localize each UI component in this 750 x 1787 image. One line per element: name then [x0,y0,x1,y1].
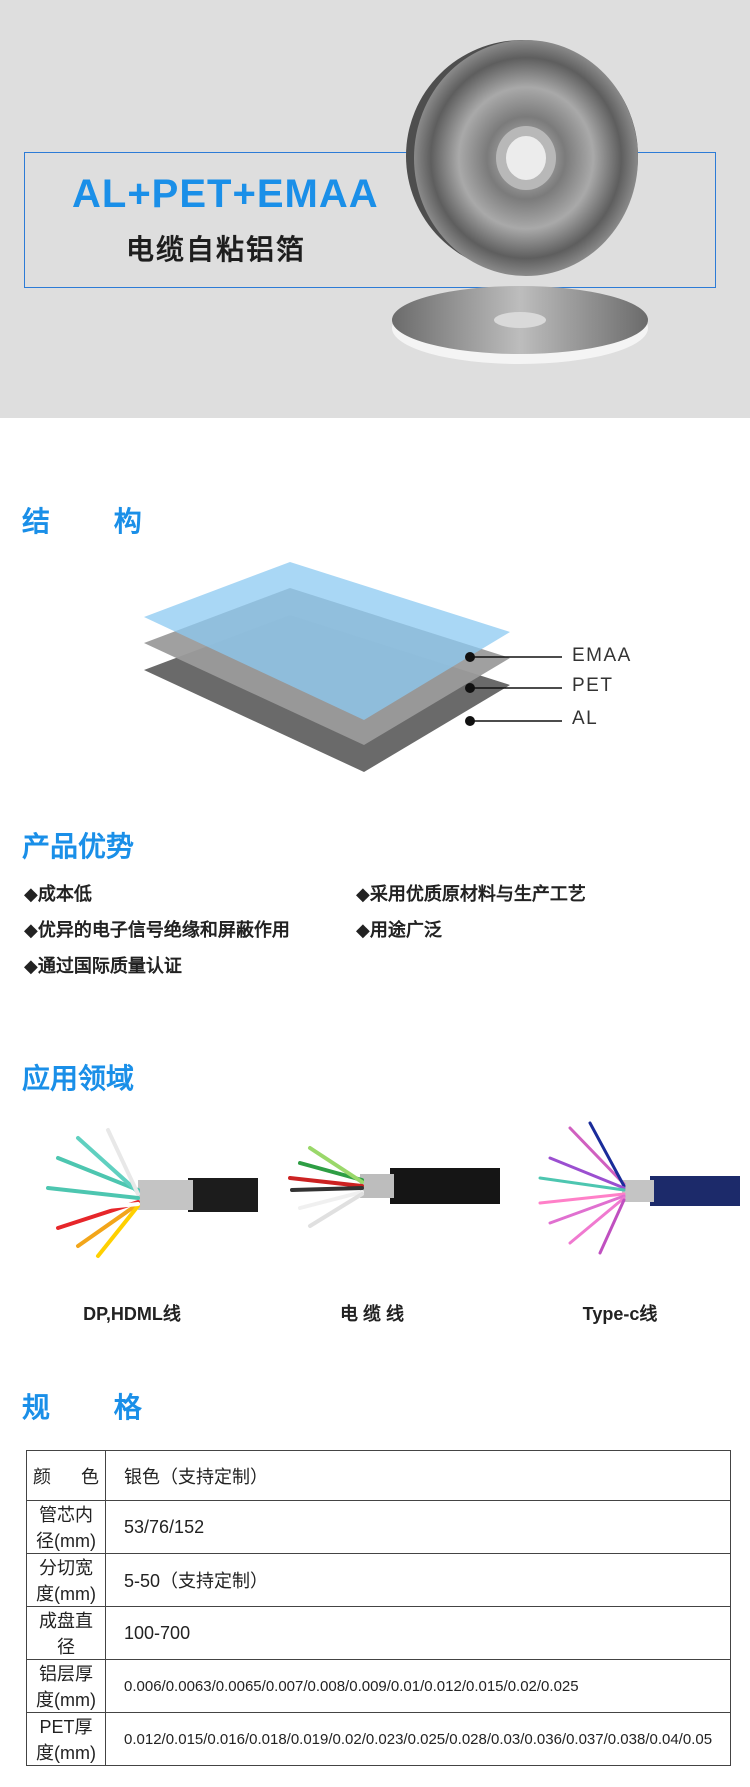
emaa-layer [144,562,510,720]
table-row: 管芯内径(mm) 53/76/152 [25,1500,732,1554]
hero-frame [24,152,716,288]
spec-key: 管芯内径(mm) [25,1500,107,1554]
spec-value: 100-700 [105,1606,732,1660]
spec-table: 颜 色 银色（支持定制） 管芯内径(mm) 53/76/152 分切宽度(mm)… [25,1450,732,1766]
app-caption-dp: DP,HDML线 [83,1304,181,1324]
spec-value: 0.012/0.015/0.016/0.018/0.019/0.02/0.023… [105,1712,732,1766]
electric-cable-image [288,1146,500,1228]
advantage-item: ◆优异的电子信号绝缘和屏蔽作用 [24,920,290,940]
spec-key: 颜 色 [25,1450,107,1501]
advantages-title: 产品优势 [22,831,135,862]
hero-title: AL+PET+EMAA [72,172,379,216]
spec-key: 铝层厚度(mm) [25,1659,107,1713]
table-row: 成盘直径 100-700 [25,1606,732,1660]
spec-value: 53/76/152 [105,1500,732,1554]
spec-key: 成盘直径 [25,1606,107,1660]
spec-key: PET厚度(mm) [25,1712,107,1766]
advantage-item: ◆用途广泛 [356,920,442,940]
layer-diagram [144,562,562,772]
hero-subtitle: 电缆自粘铝箔 [126,234,307,265]
type-c-cable-image [538,1121,740,1255]
layer-label-al: AL [572,708,599,729]
advantage-item: ◆采用优质原材料与生产工艺 [356,884,586,904]
foil-roll-image [392,40,648,364]
table-row: PET厚度(mm) 0.012/0.015/0.016/0.018/0.019/… [25,1712,732,1766]
advantage-item: ◆成本低 [24,884,92,904]
spec-key: 分切宽度(mm) [25,1553,107,1607]
app-caption-typec: Type-c线 [582,1304,658,1324]
spec-title: 规 格 [22,1392,170,1423]
spec-value: 0.006/0.0063/0.0065/0.007/0.008/0.009/0.… [105,1659,732,1713]
table-row: 分切宽度(mm) 5-50（支持定制） [25,1553,732,1607]
layer-label-pet: PET [572,675,614,696]
applications-title: 应用领域 [22,1063,135,1094]
structure-title: 结 构 [22,506,170,537]
layer-label-emaa: EMAA [572,645,632,666]
table-row: 颜 色 银色（支持定制） [25,1450,732,1501]
dp-cable-image [46,1128,258,1258]
table-row: 铝层厚度(mm) 0.006/0.0063/0.0065/0.007/0.008… [25,1659,732,1713]
spec-value: 5-50（支持定制） [105,1553,732,1607]
app-caption-cable: 电 缆 线 [339,1304,404,1324]
advantage-item: ◆通过国际质量认证 [24,956,182,976]
spec-value: 银色（支持定制） [105,1450,732,1501]
